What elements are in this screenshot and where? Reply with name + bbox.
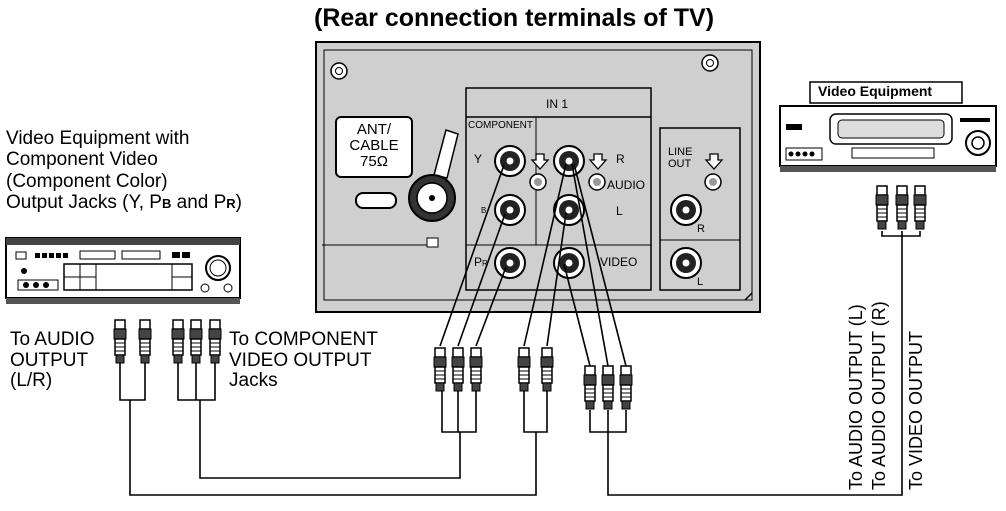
- jack-audio-r: [553, 145, 585, 177]
- in1-label: IN 1: [546, 97, 569, 111]
- line-out-l-label: L: [697, 276, 704, 288]
- line-out-r-label: R: [697, 223, 705, 235]
- jack-pb: [494, 194, 526, 226]
- ant-cable-label: ANT/ CABLE 75Ω: [349, 121, 399, 170]
- plug: [451, 347, 465, 392]
- jack-small-2: [588, 173, 606, 191]
- plug: [208, 319, 222, 364]
- to-component-label: To COMPONENT VIDEO OUTPUT Jacks: [229, 329, 378, 392]
- vertical-label-audio-l: To AUDIO OUTPUT (L): [846, 304, 866, 490]
- panel-screw-right: [701, 54, 719, 72]
- caption-line: Output Jacks (Y, PB and PR): [6, 191, 242, 213]
- caption-line: Video Equipment with: [6, 128, 190, 149]
- cables: [119, 163, 921, 496]
- left-device-caption: Video Equipment with Component Video (Co…: [6, 128, 242, 213]
- video-equipment-label-box: [809, 81, 963, 104]
- plug: [583, 365, 597, 410]
- audio-r-label: R: [616, 152, 625, 166]
- plug: [469, 347, 483, 392]
- plug: [875, 185, 889, 230]
- video-label: VIDEO: [600, 255, 638, 269]
- jack-line-out-r: [670, 194, 702, 226]
- to-audio-output-lr-label: To AUDIO OUTPUT (L/R): [10, 329, 95, 392]
- plug: [113, 319, 127, 364]
- pb-label: B: [481, 206, 487, 215]
- component-video-device: [5, 237, 241, 304]
- jack-small-1: [529, 173, 547, 191]
- right-device-label: Video Equipment: [818, 83, 933, 99]
- vertical-label-video: To VIDEO OUTPUT: [906, 331, 926, 490]
- plug: [517, 347, 531, 392]
- plug: [619, 365, 633, 410]
- pr-label: PR: [474, 255, 488, 269]
- plug: [540, 347, 554, 392]
- plug: [601, 365, 615, 410]
- y-label: Y: [474, 152, 483, 166]
- jack-line-out-l: [670, 247, 702, 279]
- jack-pr: [494, 247, 526, 279]
- audio-label: AUDIO: [607, 178, 646, 192]
- caption-line: Component Video: [6, 149, 158, 171]
- jack-y: [494, 145, 526, 177]
- antenna-connector: [408, 174, 456, 222]
- jack-small-3: [704, 173, 722, 191]
- panel-screw-left: [330, 62, 348, 80]
- plug: [895, 185, 909, 230]
- plug: [138, 319, 152, 364]
- plug: [189, 319, 203, 364]
- vertical-label-audio-r: To AUDIO OUTPUT (R): [869, 301, 889, 490]
- plug: [913, 185, 927, 230]
- line-out-label: LINE OUT: [668, 146, 693, 170]
- audio-l-label: L: [616, 204, 623, 218]
- vcr-device: [779, 105, 997, 172]
- page-title: (Rear connection terminals of TV): [314, 4, 715, 32]
- plug: [433, 347, 447, 392]
- caption-line: (Component Color): [6, 170, 168, 192]
- component-label: COMPONENT: [468, 120, 533, 131]
- tv-rear-panel: [315, 41, 761, 313]
- plug: [171, 319, 185, 364]
